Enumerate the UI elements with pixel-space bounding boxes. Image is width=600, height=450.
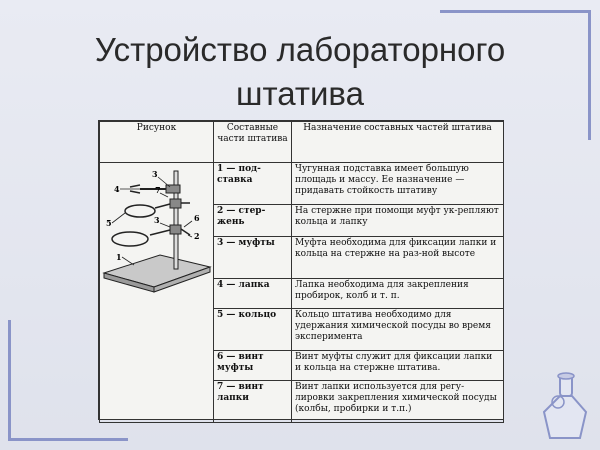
ring-upper	[124, 204, 156, 218]
figure-label: 7	[155, 185, 161, 195]
part-name: 2 — стер-жень	[213, 204, 292, 237]
table-row: 5 — кольцо Кольцо штатива необходимо для…	[100, 308, 504, 351]
part-name: 1 — под-ставка	[213, 162, 292, 205]
figure-label: 5	[106, 218, 112, 228]
figure-cell: 1 2 3 3 4 5 6 7	[99, 162, 214, 423]
slide-title: Устройство лабораторного штатива	[40, 28, 560, 116]
stand-rod	[173, 170, 179, 270]
figure-label: 3	[154, 215, 160, 225]
part-purpose: Винт муфты служит для фиксации лапки и к…	[291, 350, 504, 381]
table-row: 6 — винт муфты Винт муфты служит для фик…	[100, 350, 504, 381]
part-purpose: Винт лапки используется для регу-лировки…	[291, 380, 504, 423]
figure-label: 1	[116, 252, 122, 262]
figure-label: 3	[152, 169, 158, 179]
part-purpose: Чугунная подставка имеет большую площадь…	[291, 162, 504, 205]
header-figure: Рисунок	[99, 121, 214, 163]
part-name: 4 — лапка	[213, 278, 292, 309]
part-purpose: Кольцо штатива необходимо для удержания …	[291, 308, 504, 351]
clamp-holder-upper	[169, 198, 182, 209]
figure-label: 2	[194, 231, 200, 241]
part-purpose: На стержне при помощи муфт ук-репляют ко…	[291, 204, 504, 237]
part-name: 7 — винт лапки	[213, 380, 292, 423]
flask-icon	[542, 372, 588, 439]
table-row: 3 — муфты Муфта необходима для фиксации …	[100, 236, 504, 279]
clamp-holder-lower	[169, 224, 182, 235]
figure-label: 6	[194, 213, 200, 223]
decor-frame-left	[8, 320, 11, 441]
part-name: 6 — винт муфты	[213, 350, 292, 381]
decor-frame-top	[440, 10, 590, 13]
decor-frame-bottom-left	[8, 438, 128, 441]
ring-lower	[111, 231, 149, 247]
part-name: 3 — муфты	[213, 236, 292, 279]
lab-stand-figure: 1 2 3 3 4 5 6 7	[102, 169, 212, 293]
table-row: 1 2 3 3 4 5 6 7 1 — под-ставка Чугунная …	[99, 162, 504, 423]
header-purpose: Назначение составных частей штатива	[291, 121, 504, 163]
title-line-1: Устройство лабораторного	[94, 31, 506, 68]
parts-table-container: Рисунок Составные части штатива Назначен…	[98, 120, 504, 423]
part-purpose: Лапка необходима для закрепления пробиро…	[291, 278, 504, 309]
decor-frame-right	[588, 10, 591, 140]
part-name: 5 — кольцо	[213, 308, 292, 351]
title-line-2: штатива	[236, 75, 364, 112]
table-row: 7 — винт лапки Винт лапки используется д…	[100, 380, 504, 423]
part-purpose: Муфта необходима для фиксации лапки и ко…	[291, 236, 504, 279]
header-parts: Составные части штатива	[213, 121, 292, 163]
parts-table: Рисунок Составные части штатива Назначен…	[99, 121, 504, 423]
table-header-row: Рисунок Составные части штатива Назначен…	[99, 121, 504, 163]
figure-label: 4	[114, 184, 120, 194]
table-row: 4 — лапка Лапка необходима для закреплен…	[100, 278, 504, 309]
